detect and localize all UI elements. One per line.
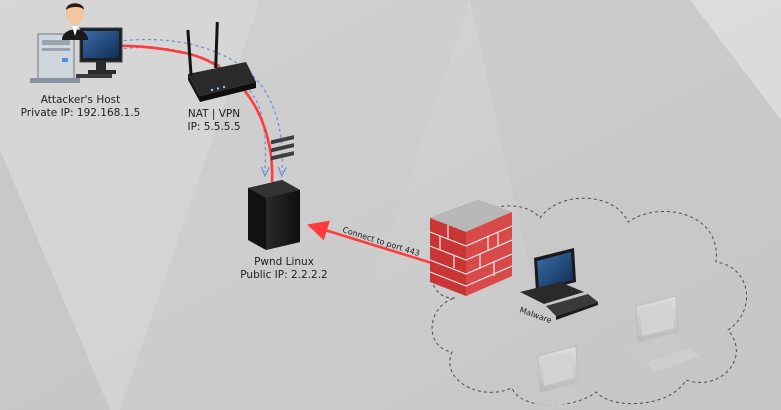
pwnd-linux-name: Pwnd Linux — [254, 256, 314, 268]
attacker-host-label: Attacker's Host Private IP: 192.168.1.5 — [8, 94, 153, 120]
nat-vpn-ip: IP: 5.5.5.5 — [187, 121, 241, 133]
server-tower-icon — [248, 135, 300, 250]
router-icon — [186, 21, 256, 102]
ghost-computer-icon — [524, 345, 588, 410]
brick-wall-icon — [429, 200, 513, 296]
desktop-computer-icon — [520, 248, 598, 320]
nat-vpn-name: NAT | VPN — [187, 108, 241, 120]
connect-arrow — [307, 220, 449, 270]
vpn-tunnel — [111, 38, 282, 172]
desktop-user-icon — [30, 3, 123, 83]
pwnd-linux-label: Pwnd Linux Public IP: 2.2.2.2 — [228, 256, 340, 282]
reverse-shell-arrow — [94, 34, 274, 183]
nat-vpn-label: NAT | VPN IP: 5.5.5.5 — [172, 108, 256, 134]
attacker-host-name: Attacker's Host — [40, 94, 121, 106]
ghost-computer-icon — [622, 295, 700, 372]
pwnd-linux-ip: Public IP: 2.2.2.2 — [240, 269, 328, 281]
tunnel-path-outer — [111, 38, 282, 172]
tunnel-path-inner — [111, 46, 265, 172]
network-cloud — [431, 197, 747, 406]
attacker-host-ip: Private IP: 192.168.1.5 — [20, 107, 141, 119]
